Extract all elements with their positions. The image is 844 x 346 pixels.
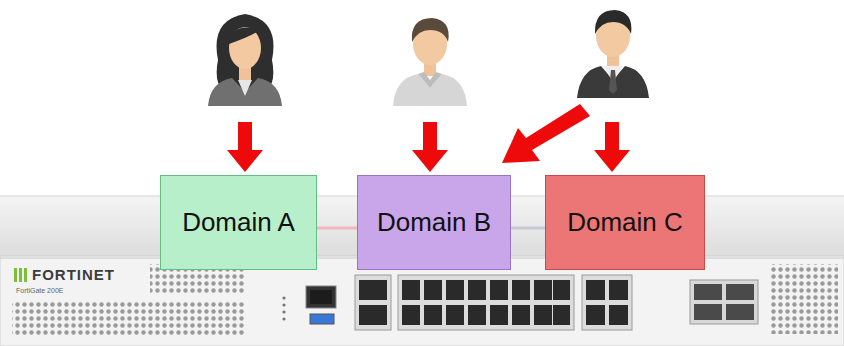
link-line xyxy=(317,227,357,230)
domain-box: Domain A xyxy=(160,175,317,270)
user-icon xyxy=(577,10,649,98)
status-panel xyxy=(282,286,336,324)
user-icon xyxy=(393,18,467,106)
vent-grille xyxy=(770,264,838,334)
user-icon xyxy=(208,14,282,106)
ethernet-ports xyxy=(355,275,758,330)
domain-box: Domain C xyxy=(545,175,705,270)
domain-label: Domain C xyxy=(567,207,683,238)
domain-box: Domain B xyxy=(357,175,511,270)
brand-logo: FORTINET xyxy=(32,266,115,283)
link-line xyxy=(511,227,545,230)
domain-label: Domain B xyxy=(377,207,491,238)
model-name: FortiGate 200E xyxy=(16,287,63,294)
appliance-chassis xyxy=(0,196,844,346)
domain-label: Domain A xyxy=(182,207,295,238)
logo-icon xyxy=(14,268,27,282)
access-arrow xyxy=(227,104,630,172)
vent-grille xyxy=(12,300,244,336)
